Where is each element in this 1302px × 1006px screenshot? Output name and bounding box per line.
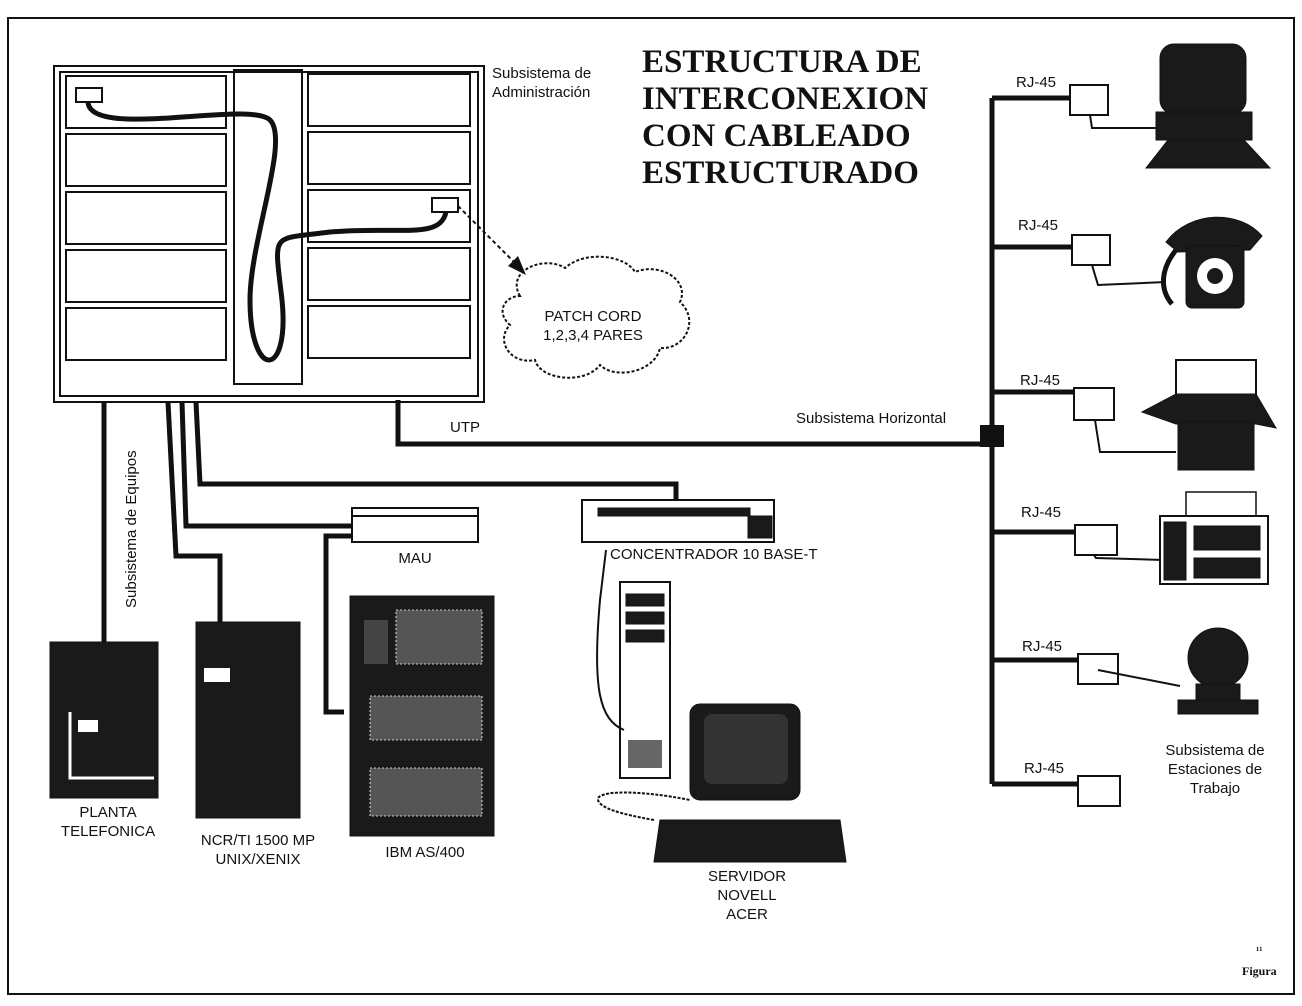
admin-subsystem-label: Subsistema de Administración <box>492 64 591 102</box>
estaciones-label-line-3: Trabajo <box>1189 780 1241 797</box>
figure-caption: Figura <box>1242 964 1277 978</box>
planta-telefonica-icon <box>49 641 159 799</box>
terminal-icon <box>1144 43 1272 169</box>
concentrador-cable <box>193 401 679 500</box>
servidor-label: SERVIDOR NOVELL ACER <box>688 867 806 924</box>
ibm-as400-icon <box>349 595 495 837</box>
panel-left-5 <box>65 307 227 361</box>
ncr-label-line-2: UNIX/XENIX <box>215 851 301 868</box>
ncr-server-icon <box>195 621 301 819</box>
planta-label-line-2: TELEFONICA <box>60 823 156 840</box>
title-line-1: ESTRUCTURA DE <box>642 44 922 80</box>
ibm-label: IBM AS/400 <box>385 844 465 861</box>
printer-icon <box>1140 359 1277 471</box>
panel-left-2 <box>65 133 227 187</box>
planta-label-line-1: PLANTA <box>79 804 137 821</box>
ibm-cable <box>323 533 354 715</box>
estaciones-label-line-1: Subsistema de <box>1165 742 1265 759</box>
panel-right-3 <box>307 189 471 243</box>
rj45-label-5: RJ-45 <box>1022 638 1063 655</box>
title-line-3: CON CABLEADO <box>642 118 911 154</box>
ncr-cable <box>165 401 223 622</box>
title-line-2: INTERCONEXION <box>642 81 929 117</box>
patch-cord-cloud <box>501 255 691 379</box>
patch-panel-rack <box>53 65 485 403</box>
mau-box <box>351 507 479 543</box>
panel-left-4 <box>65 249 227 303</box>
patch-cord-arrowhead <box>508 256 526 275</box>
rj45-label-2: RJ-45 <box>1018 217 1059 234</box>
panel-right-1 <box>307 73 471 127</box>
diagram-title: ESTRUCTURA DE INTERCONEXION CON CABLEADO… <box>642 44 962 192</box>
panel-left-1 <box>65 75 227 129</box>
servidor-novell-icon <box>596 549 847 863</box>
patch-label-line-2: 1,2,3,4 PARES <box>543 327 643 344</box>
admin-label-line-2: Administración <box>492 84 591 101</box>
concentrador-label: CONCENTRADOR 10 BASE-T <box>610 546 818 563</box>
rj45-label-4: RJ-45 <box>1021 504 1062 521</box>
figure-frame <box>7 17 1295 995</box>
mau-cable <box>179 401 357 529</box>
panel-right-2 <box>307 131 471 185</box>
rj45-branches <box>992 84 1181 807</box>
title-line-4: ESTRUCTURADO <box>642 155 919 191</box>
utp-label: UTP <box>450 419 480 436</box>
rj45-label-1: RJ-45 <box>1016 74 1057 91</box>
ncr-label-line-1: NCR/TI 1500 MP <box>200 832 316 849</box>
monitor-icon <box>1177 627 1259 715</box>
panel-right-5 <box>307 305 471 359</box>
equipment-subsystem-label: Subsistema de Equipos <box>123 450 140 608</box>
concentrador-hub <box>581 499 775 543</box>
planta-label: PLANTA TELEFONICA <box>40 803 176 841</box>
rj45-label-3: RJ-45 <box>1020 372 1061 389</box>
patch-label-line-1: PATCH CORD <box>544 308 642 325</box>
mau-label: MAU <box>398 550 432 567</box>
servidor-label-line-3: ACER <box>726 906 768 923</box>
workstation-subsystem-label: Subsistema de Estaciones de Trabajo <box>1150 741 1280 798</box>
telephone-icon <box>1160 216 1263 309</box>
servidor-label-line-1: SERVIDOR <box>707 868 787 885</box>
patch-cord-label: PATCH CORD 1,2,3,4 PARES <box>530 307 656 345</box>
panel-right-4 <box>307 247 471 301</box>
rj45-label-6: RJ-45 <box>1024 760 1065 777</box>
estaciones-label-line-2: Estaciones de <box>1167 761 1263 778</box>
panel-left-3 <box>65 191 227 245</box>
fax-icon <box>1159 491 1269 585</box>
utp-cable <box>395 400 986 447</box>
patch-cord-pointer <box>457 205 521 269</box>
horizontal-subsystem-label: Subsistema Horizontal <box>796 410 947 427</box>
servidor-label-line-2: NOVELL <box>717 887 777 904</box>
patch-cord-cable <box>85 101 449 363</box>
ncr-label: NCR/TI 1500 MP UNIX/XENIX <box>180 831 336 869</box>
footer-mark: ¹¹ <box>1256 945 1263 957</box>
admin-label-line-1: Subsistema de <box>492 65 592 82</box>
